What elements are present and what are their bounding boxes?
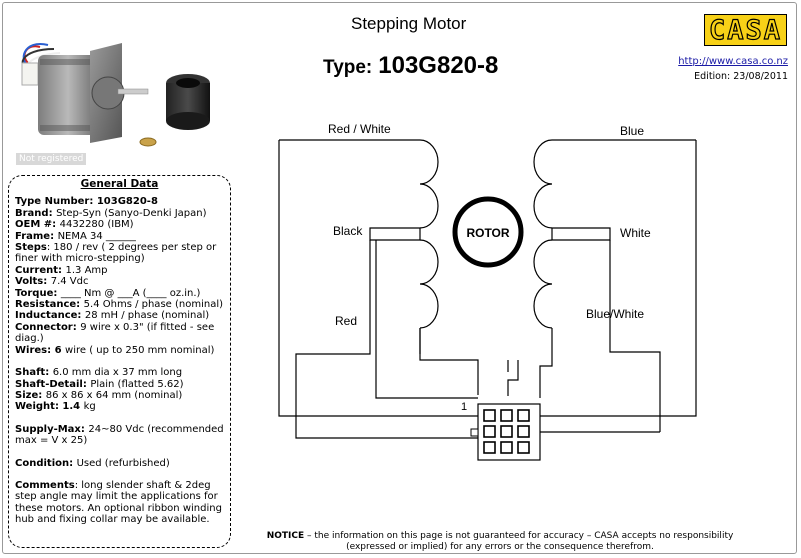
row-value: Step-Syn (Sanyo-Denki Japan)	[56, 207, 207, 219]
left-coil-upper	[279, 139, 439, 229]
general-data-row: Condition: Used (refurbished)	[15, 458, 224, 469]
general-data-row: OEM #: 4432280 (IBM)	[15, 219, 224, 230]
casa-logo: CASA	[704, 14, 787, 46]
row-key: Type Number:	[15, 196, 97, 208]
label-blue-white: Blue/White	[586, 307, 645, 321]
website-link[interactable]: http://www.casa.co.nz	[678, 56, 788, 67]
general-data-row: Weight: 1.4 kg	[15, 401, 224, 412]
row-value: ____ Nm @ ___A (____ oz.in.)	[60, 287, 201, 299]
row-key: Supply-Max:	[15, 423, 89, 435]
general-data-row: Resistance: 5.4 Ohms / phase (nominal)	[15, 299, 224, 310]
row-key: Inductance:	[15, 310, 85, 322]
row-key: Condition:	[15, 457, 77, 469]
notice-text: NOTICE – the information on this page is…	[260, 531, 740, 553]
right-coil-lower	[533, 239, 553, 329]
row-key: OEM #:	[15, 219, 60, 231]
general-data-row: Frame: NEMA 34 ______	[15, 231, 224, 242]
general-data-row: Wires: 6 wire ( up to 250 mm nominal)	[15, 345, 224, 356]
general-data-row: Shaft: 6.0 mm dia x 37 mm long	[15, 367, 224, 378]
type-value: 103G820-8	[378, 52, 499, 79]
row-key: Steps	[15, 242, 47, 254]
edition-date: Edition: 23/08/2011	[694, 71, 788, 82]
row-value: Used (refurbished)	[76, 457, 170, 469]
row-value: 7.4 Vdc	[50, 276, 89, 288]
rotor-label: ROTOR	[466, 226, 510, 240]
general-data-heading: General Data	[80, 178, 159, 190]
general-data-row: Brand: Step-Syn (Sanyo-Denki Japan)	[15, 208, 224, 219]
general-data-row: Connector: 9 wire x 0.3" (if fitted - se…	[15, 322, 224, 345]
label-red: Red	[335, 314, 358, 328]
type-heading: Type:103G820-8	[323, 52, 498, 80]
general-data-row: Supply-Max: 24~80 Vdc (recommended max =…	[15, 424, 224, 447]
general-data-row: Type Number: 103G820-8	[15, 196, 224, 207]
row-key: Current:	[15, 264, 66, 276]
row-value: 103G820-8	[96, 196, 158, 208]
general-data-row: Current: 1.3 Amp	[15, 265, 224, 276]
label-blue: Blue	[620, 124, 645, 138]
row-value: 86 x 86 x 64 mm (nominal)	[45, 389, 183, 401]
row-key: Shaft-Detail:	[15, 378, 91, 390]
general-data-row: Comments: long slender shaft & 2deg step…	[15, 480, 224, 526]
row-key: Weight: 1.4	[15, 401, 84, 413]
row-key: Volts:	[15, 276, 51, 288]
notice-label: NOTICE	[266, 531, 305, 541]
general-data-row: Size: 86 x 86 x 64 mm (nominal)	[15, 390, 224, 401]
motor-photo	[21, 42, 210, 147]
general-data-row: Volts: 7.4 Vdc	[15, 276, 224, 287]
label-black: Black	[333, 224, 363, 238]
row-value: 1.3 Amp	[65, 264, 108, 276]
general-data-row: Steps: 180 / rev ( 2 degrees per step or…	[15, 242, 224, 265]
page-title: Stepping Motor	[351, 14, 467, 33]
not-registered-badge: Not registered	[16, 153, 87, 165]
rotor-circle	[452, 196, 524, 268]
row-key: Resistance:	[15, 299, 84, 311]
row-key: Frame:	[15, 230, 58, 242]
row-value: 5.4 Ohms / phase (nominal)	[83, 299, 224, 311]
left-coil-lower	[419, 239, 439, 329]
row-value: 9 wire x 0.3" (if fitted - see diag.)	[15, 321, 215, 345]
general-data-row: Inductance: 28 mH / phase (nominal)	[15, 310, 224, 321]
general-data-row: Torque: ____ Nm @ ___A (____ oz.in.)	[15, 288, 224, 299]
row-value: wire ( up to 250 mm nominal)	[65, 344, 215, 356]
label-white: White	[620, 226, 651, 240]
connector-block	[470, 403, 541, 461]
row-key: Size:	[15, 389, 46, 401]
row-value: : long slender shaft & 2deg step angle m…	[15, 479, 222, 526]
row-key: Comments	[15, 479, 75, 491]
row-key: Connector:	[15, 321, 81, 333]
pin-one-label: 1	[461, 401, 468, 413]
row-value: 4432280 (IBM)	[59, 219, 134, 231]
row-key: Torque:	[15, 287, 61, 299]
right-coil-upper	[533, 139, 696, 229]
row-value: kg	[83, 401, 96, 413]
logo-text: CASA	[708, 14, 783, 46]
row-value: : 180 / rev ( 2 degrees per step or fine…	[15, 242, 217, 265]
row-value: 28 mH / phase (nominal)	[84, 310, 210, 322]
label-red-white: Red / White	[328, 122, 391, 136]
row-value: NEMA 34 ______	[57, 230, 136, 242]
row-value: Plain (flatted 5.62)	[90, 378, 184, 390]
type-label: Type:	[323, 57, 373, 78]
notice-body: – the information on this page is not gu…	[304, 531, 734, 552]
row-value: 24~80 Vdc (recommended max = V x 25)	[15, 423, 224, 447]
row-key: Brand:	[15, 207, 57, 219]
row-value: 6.0 mm dia x 37 mm long	[52, 367, 183, 379]
general-data-row: Shaft-Detail: Plain (flatted 5.62)	[15, 379, 224, 390]
row-key: Wires: 6	[15, 344, 66, 356]
row-key: Shaft:	[15, 367, 53, 379]
